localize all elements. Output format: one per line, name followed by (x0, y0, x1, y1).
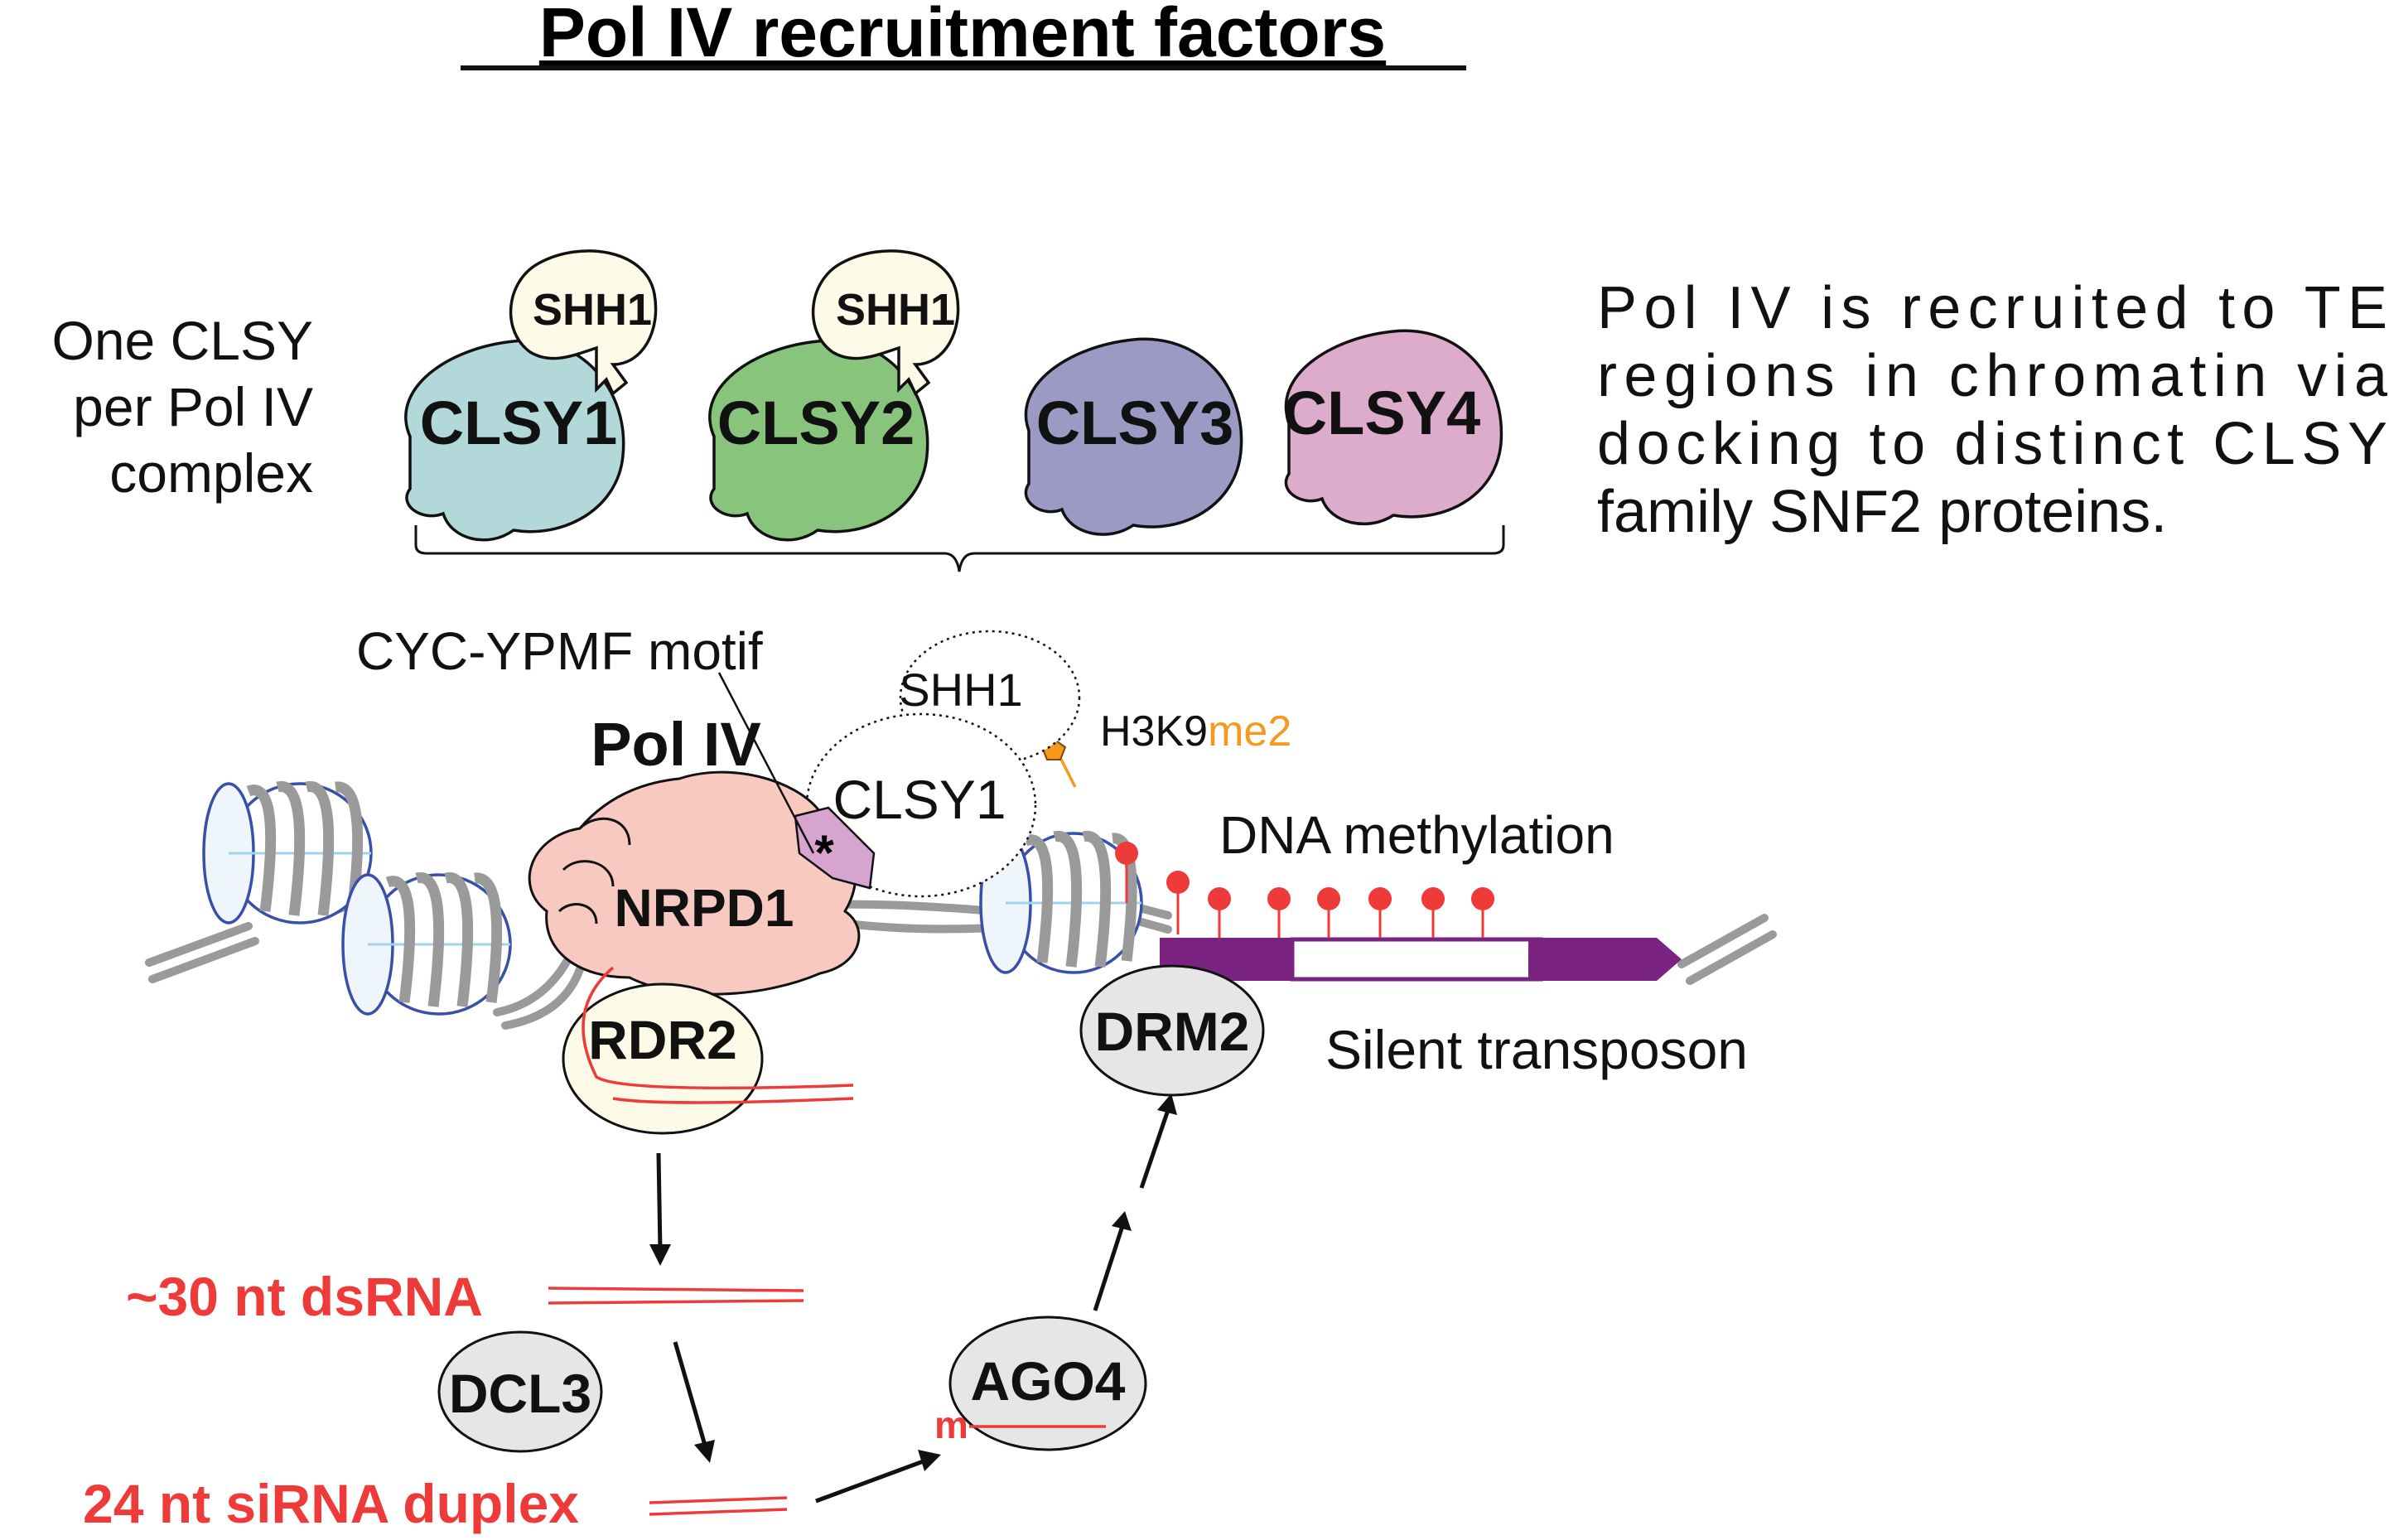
nrpd1-label: NRPD1 (615, 878, 794, 938)
dcl3-label: DCL3 (449, 1363, 591, 1424)
nucleosome-1 (202, 780, 373, 924)
dsrna-label: ~30 nt dsRNA (126, 1266, 483, 1327)
family-brace (414, 525, 1505, 572)
arrows (649, 1093, 1177, 1504)
svg-text:One CLSY: One CLSY (52, 310, 314, 371)
dcl3-protein (437, 1330, 603, 1453)
methylation-mark (1471, 887, 1494, 910)
rdr2-group: RDR2 (562, 966, 854, 1135)
sirna-strands (649, 1496, 788, 1516)
svg-text:regions in chromatin via: regions in chromatin via (1597, 343, 2388, 409)
silent-transposon (1160, 937, 1682, 982)
clsy4-protein (1284, 329, 1503, 526)
clsy2-group: CLSY2 SHH1 (708, 249, 960, 542)
dna-methylation-label: DNA methylation (1219, 805, 1614, 865)
clsy1-protein (404, 339, 625, 542)
dsrna-strands (548, 1287, 804, 1305)
pol-iv-label: Pol IV (591, 710, 761, 779)
ago4-group: AGO4 m (934, 1316, 1147, 1451)
nucleosome-2 (341, 871, 512, 1016)
svg-text:family SNF2 proteins.: family SNF2 proteins. (1597, 479, 2167, 545)
h3k9-label: H3K9me2 (1100, 707, 1291, 756)
motif-label: CYC-YPMF motif (356, 621, 763, 681)
rdr2-label: RDR2 (588, 1009, 737, 1070)
h3k9me2-mark: H3K9me2 (1021, 707, 1291, 788)
clsy3-protein (1024, 337, 1243, 536)
shh1-label-1: SHH1 (533, 285, 652, 335)
svg-text:Pol IV is recruited to TE: Pol IV is recruited to TE (1597, 275, 2387, 341)
clsy3-group: CLSY3 (1024, 337, 1243, 536)
methylation-marks (1115, 842, 1494, 938)
shh1-label: SHH1 (899, 664, 1022, 716)
methyl-m-label: m (934, 1403, 968, 1446)
pol-iv-complex: * NRPD1 Pol IV CYC-YPMF motif (356, 621, 876, 996)
clsy2-protein (708, 339, 929, 542)
motif-asterisk: * (814, 825, 834, 881)
rdr2-protein (562, 982, 764, 1135)
ago4-protein (948, 1316, 1147, 1451)
clsy2-label: CLSY2 (717, 389, 915, 457)
methylation-mark (1267, 887, 1291, 910)
diagram-title: Pol IV recruitment factors (539, 0, 1386, 71)
svg-text:complex: complex (109, 442, 313, 504)
pol-iv-body (528, 770, 861, 996)
nucleosome-3 (979, 831, 1143, 974)
clsy3-label: CLSY3 (1036, 389, 1234, 457)
drm2-label: DRM2 (1094, 1001, 1249, 1062)
ago4-label: AGO4 (970, 1350, 1125, 1412)
shh1-protein-2 (811, 249, 960, 396)
drm2-protein (1079, 964, 1265, 1097)
methylation-mark (1208, 887, 1231, 910)
shh1-label-2: SHH1 (836, 285, 955, 335)
silent-transposon-label: Silent transposon (1325, 1019, 1748, 1080)
methylation-mark (1166, 871, 1190, 894)
clsy4-label: CLSY4 (1283, 379, 1481, 447)
sirna-label: 24 nt siRNA duplex (83, 1473, 579, 1534)
methylation-mark (1317, 887, 1340, 910)
clsy1-label-mid: CLSY1 (833, 769, 1006, 830)
methylation-mark (1115, 842, 1138, 865)
description-text: Pol IV is recruited to TE regions in chr… (1597, 275, 2388, 545)
clsy4-group: CLSY4 (1283, 329, 1503, 526)
clsy1-group: CLSY1 SHH1 (404, 249, 658, 542)
svg-text:docking to distinct CLSY: docking to distinct CLSY (1597, 411, 2387, 477)
methylation-mark (1421, 887, 1445, 910)
drm2-group: DRM2 (1079, 964, 1265, 1097)
clsy1-label: CLSY1 (420, 389, 618, 457)
clsy-family-row: CLSY1 SHH1 CLSY2 SHH1 CLSY3 CLSY4 (404, 249, 1503, 542)
motif-pointer (717, 672, 815, 854)
side-label: One CLSY per Pol IV complex (52, 310, 314, 504)
methylation-mark (1368, 887, 1392, 910)
svg-text:per Pol IV: per Pol IV (73, 376, 313, 437)
shh1-protein (509, 249, 658, 396)
cyc-ypmf-motif-shape (794, 806, 876, 890)
